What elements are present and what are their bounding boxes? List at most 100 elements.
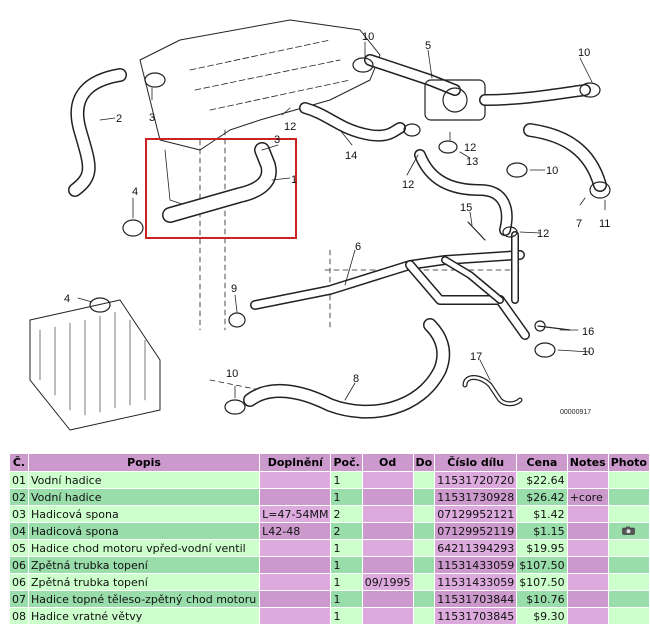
callout-12b: 12: [402, 179, 414, 191]
cell-doplneni: [259, 556, 332, 574]
header-doplneni: Doplnění: [259, 453, 332, 472]
cell-popis: Hadice topné těleso-zpětný chod motoru: [27, 590, 261, 608]
cell-do: [412, 505, 436, 523]
cell-photo[interactable]: [607, 522, 650, 540]
cell-cislo: 11531730928: [434, 488, 518, 506]
parts-table: Č. Popis Doplnění Poč. Od Do Číslo dílu …: [9, 453, 650, 625]
cell-doplneni: [259, 573, 332, 591]
cell-notes: [566, 573, 609, 591]
cell-poc: 2: [330, 522, 363, 540]
cell-cena: $22.64: [516, 471, 568, 489]
header-cena: Cena: [516, 453, 568, 472]
cell-notes: [566, 556, 609, 574]
cell-doplneni: L42-48: [259, 522, 332, 540]
highlight-box: [145, 138, 297, 239]
callout-4b: 4: [64, 293, 70, 305]
callout-10d: 10: [582, 346, 594, 358]
cell-notes: [566, 539, 609, 557]
table-header-row: Č. Popis Doplnění Poč. Od Do Číslo dílu …: [9, 453, 650, 472]
header-c: Č.: [9, 453, 29, 472]
cell-cena: $10.76: [516, 590, 568, 608]
cell-do: [412, 573, 436, 591]
callout-1: 1: [291, 174, 297, 186]
cell-c: 08: [9, 607, 29, 625]
cell-do: [412, 471, 436, 489]
cell-photo: [607, 607, 650, 625]
callout-10a: 10: [362, 31, 374, 43]
cell-poc: 1: [330, 590, 363, 608]
cell-cena: $19.95: [516, 539, 568, 557]
callout-3: 3: [149, 112, 155, 124]
cell-od: [361, 556, 414, 574]
cell-cena: $9.30: [516, 607, 568, 625]
callout-10c: 10: [546, 165, 558, 177]
cell-poc: 1: [330, 471, 363, 489]
cell-do: [412, 590, 436, 608]
header-photo: Photo: [607, 453, 650, 472]
cell-c: 04: [9, 522, 29, 540]
cell-poc: 1: [330, 539, 363, 557]
cell-c: 05: [9, 539, 29, 557]
header-cislo: Číslo dílu: [434, 453, 518, 472]
cell-od: [361, 522, 414, 540]
callout-10b: 10: [578, 47, 590, 59]
cell-notes: +core: [566, 488, 609, 506]
cell-doplneni: [259, 471, 332, 489]
cell-photo: [607, 471, 650, 489]
header-popis: Popis: [27, 453, 261, 472]
callout-5: 5: [425, 40, 431, 52]
cell-popis: Hadice chod motoru vpřed-vodní ventil: [27, 539, 261, 557]
callout-12a: 12: [284, 121, 296, 133]
cell-cislo: 11531433059: [434, 556, 518, 574]
cell-poc: 1: [330, 573, 363, 591]
cell-notes: [566, 607, 609, 625]
callout-15: 15: [460, 202, 472, 214]
header-od: Od: [361, 453, 414, 472]
cell-cislo: 07129952119: [434, 522, 518, 540]
diagram-code: 00000917: [560, 409, 591, 416]
callout-4: 4: [132, 186, 138, 198]
cell-do: [412, 488, 436, 506]
callout-13: 13: [466, 156, 478, 168]
cooling-system-exploded-view: 1 2 3 3 4 4 5 6 7 8 9 10 10 10 10 10 11 …: [29, 19, 611, 431]
cell-cislo: 11531703845: [434, 607, 518, 625]
cell-popis: Vodní hadice: [27, 471, 261, 489]
cell-c: 03: [9, 505, 29, 523]
cell-poc: 1: [330, 607, 363, 625]
cell-doplneni: L=47-54MM: [259, 505, 332, 523]
cell-do: [412, 539, 436, 557]
callout-10e: 10: [226, 368, 238, 380]
camera-icon[interactable]: [622, 526, 636, 535]
callout-12d: 12: [537, 228, 549, 240]
callout-labels: 1 2 3 3 4 4 5 6 7 8 9 10 10 10 10 10 11 …: [64, 31, 610, 385]
cell-od: [361, 488, 414, 506]
cell-notes: [566, 505, 609, 523]
cell-do: [412, 556, 436, 574]
cell-popis: Hadicová spona: [27, 505, 261, 523]
cell-cena: $26.42: [516, 488, 568, 506]
cell-c: 06: [9, 556, 29, 574]
cell-notes: [566, 522, 609, 540]
cell-c: 01: [9, 471, 29, 489]
cell-od: [361, 539, 414, 557]
cell-c: 07: [9, 590, 29, 608]
cell-doplneni: [259, 607, 332, 625]
cell-cena: $1.15: [516, 522, 568, 540]
cell-photo: [607, 488, 650, 506]
header-notes: Notes: [566, 453, 609, 472]
cell-c: 02: [9, 488, 29, 506]
cell-od: 09/1995: [361, 573, 414, 591]
callout-3b: 3: [274, 134, 280, 146]
header-poc: Poč.: [330, 453, 363, 472]
cell-doplneni: [259, 488, 332, 506]
cell-photo: [607, 590, 650, 608]
cell-popis: Hadice vratné větvy: [27, 607, 261, 625]
callout-12c: 12: [464, 142, 476, 154]
cell-poc: 1: [330, 556, 363, 574]
